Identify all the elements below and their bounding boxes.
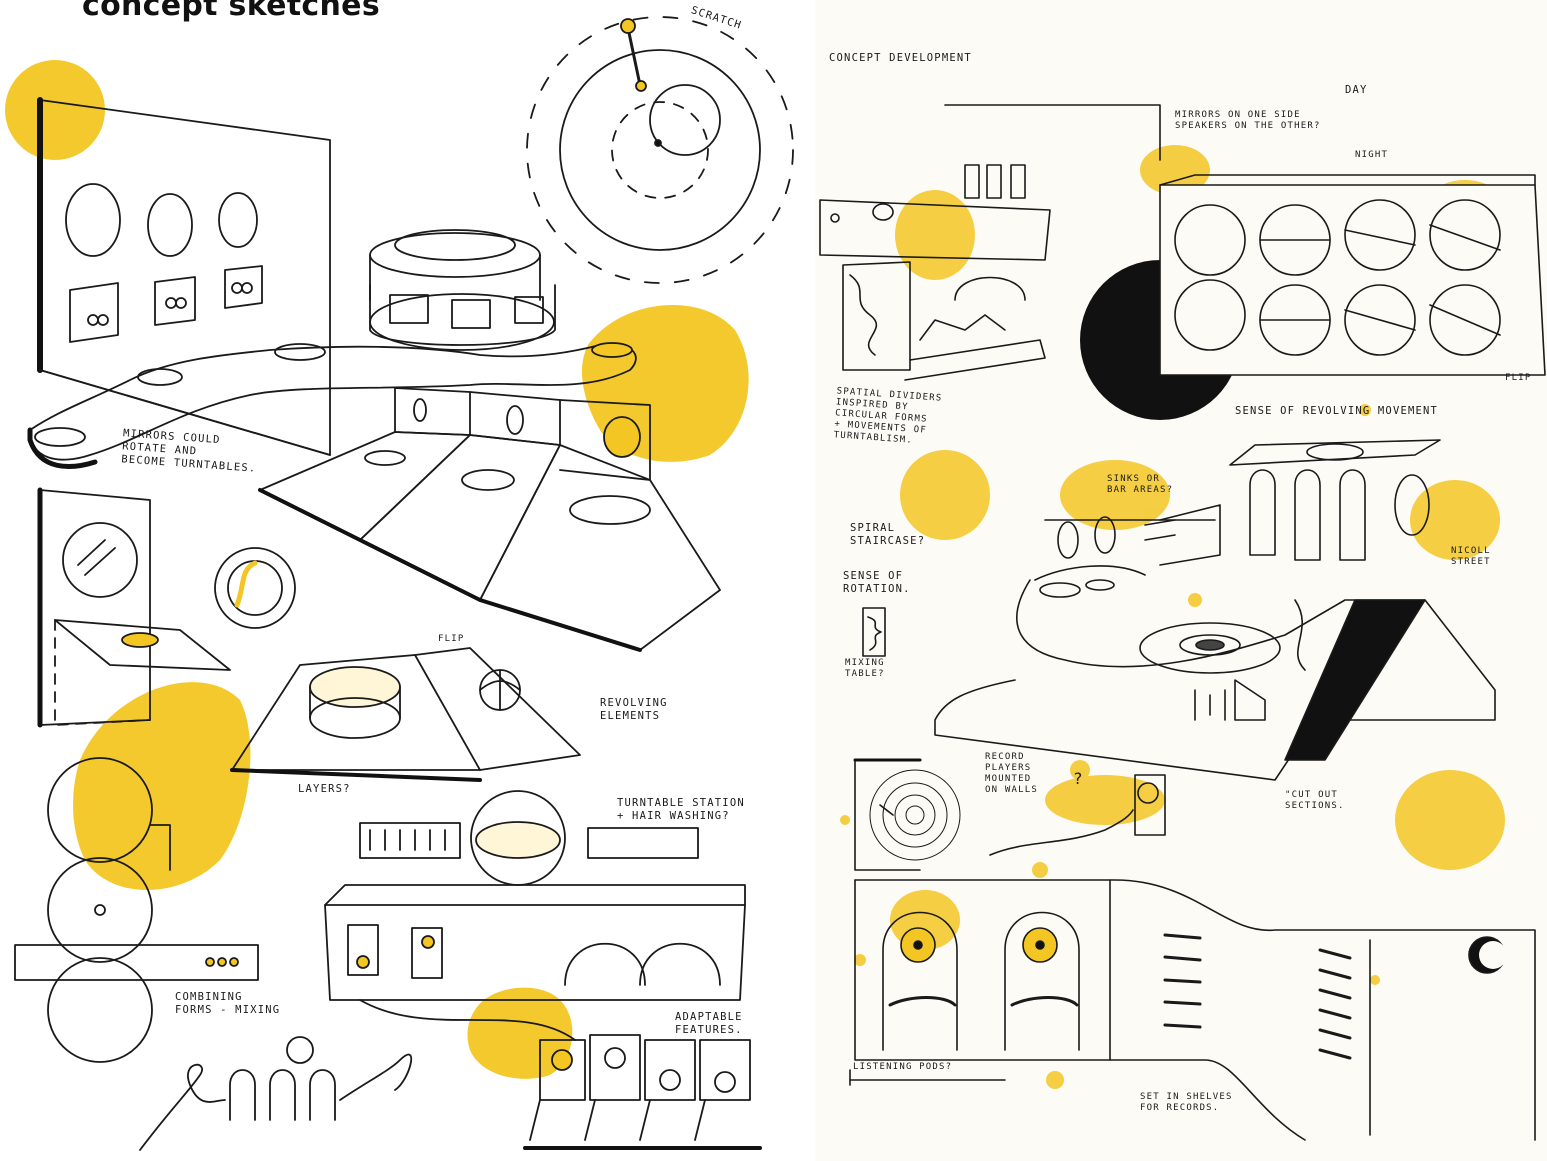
note-revolving: REVOLVING ELEMENTS: [600, 697, 668, 722]
mirror-wall-sketch: [37, 97, 331, 456]
scratch-turntable-sketch: [526, 16, 794, 284]
note-set-in-shelves: SET IN SHELVES FOR RECORDS.: [1140, 1092, 1233, 1113]
turntable-station-sketch: [324, 790, 746, 1041]
note-layers: LAYERS?: [298, 783, 351, 795]
sinks-arches-sketch: [1044, 439, 1441, 566]
mirror-panel-sketch: [37, 487, 296, 728]
left-sketch-drawing: [5, 16, 794, 1151]
note-spiral-staircase: SPIRAL STAIRCASE?: [850, 522, 926, 547]
note-cut-out: "CUT OUT SECTIONS.: [1285, 790, 1345, 811]
yellow-washes: [5, 60, 749, 1079]
note-mixing-table: MIXING TABLE?: [845, 658, 885, 679]
adaptable-features-sketch: [523, 1034, 762, 1150]
note-night: NIGHT: [1355, 150, 1389, 160]
note-flip-left: FLIP: [438, 634, 465, 644]
note-adaptable: ADAPTABLE FEATURES.: [675, 1011, 743, 1036]
note-sense-rotation: SENSE OF ROTATION.: [843, 570, 911, 595]
winding-path-sketch: [27, 342, 637, 469]
spatial-dividers-sketch: [819, 104, 1161, 381]
note-concept-development: CONCEPT DEVELOPMENT: [829, 52, 972, 64]
note-sinks-bar: SINKS OR BAR AREAS?: [1107, 474, 1174, 495]
note-nicoll-street: NICOLL STREET: [1451, 546, 1491, 567]
stacked-circles-sketch: [14, 757, 259, 1063]
note-sense-revolving: SENSE OF REVOLVING MOVEMENT: [1235, 405, 1439, 417]
left-sketch-sheet: SCRATCH MIRRORS COULD ROTATE AND BECOME …: [5, 4, 794, 1151]
note-day: DAY: [1345, 84, 1368, 96]
note-listening-pods: LISTENING PODS?: [853, 1062, 953, 1072]
turntable-podium-sketch: [369, 229, 556, 351]
right-sketch-drawing: [819, 104, 1546, 1141]
note-record-players: RECORD PLAYERS MOUNTED ON WALLS: [985, 752, 1038, 795]
right-sketch-sheet: CONCEPT DEVELOPMENT DAY MIRRORS ON ONE S…: [815, 0, 1547, 1161]
listening-pods-sketch: [849, 879, 1536, 1141]
note-flip-right: FLIP: [1505, 373, 1532, 383]
layers-flip-sketch: [230, 647, 581, 782]
note-combining: COMBINING FORMS - MIXING: [175, 991, 281, 1016]
note-question: ?: [1073, 769, 1084, 788]
note-spatial-dividers: SPATIAL DIVIDERS INSPIRED BY CIRCULAR FO…: [833, 386, 943, 446]
arches-sketch: [139, 1036, 413, 1151]
record-players-sketch: [853, 758, 1166, 871]
page-title: concept sketches: [82, 0, 380, 23]
three-panels-sketch: [258, 387, 721, 652]
mixing-table-sketch: [862, 565, 1496, 781]
mirror-speaker-wall-sketch: [1159, 174, 1546, 376]
note-mirrors-speakers: MIRRORS ON ONE SIDE SPEAKERS ON THE OTHE…: [1175, 110, 1321, 131]
note-turntable-station: TURNTABLE STATION + HAIR WASHING?: [617, 797, 745, 822]
